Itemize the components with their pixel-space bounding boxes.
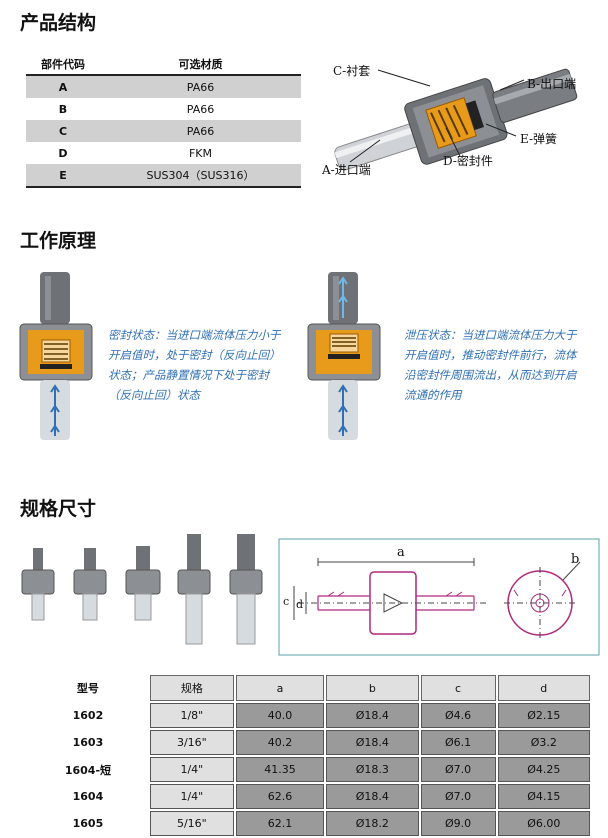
spec-header-a: a — [235, 675, 325, 701]
spec-size: 1/4" — [149, 784, 234, 809]
spec-d: Ø4.15 — [497, 784, 590, 809]
table-row: 1604-短 1/4" 41.35 Ø18.3 Ø7.0 Ø4.25 — [28, 757, 590, 782]
spec-size: 3/16" — [149, 730, 234, 755]
spec-header-b: b — [326, 675, 419, 701]
spec-c: Ø9.0 — [420, 811, 496, 836]
table-row: D FKM — [26, 142, 301, 164]
open-state-illustration — [307, 272, 381, 440]
valve-cutaway-illustration — [334, 68, 578, 171]
part-code: A — [26, 75, 100, 98]
spec-model: 1602 — [28, 703, 148, 728]
dimension-label-b: b — [571, 552, 580, 567]
spec-a: 40.0 — [235, 703, 325, 728]
dimension-label-d: d — [296, 598, 304, 611]
valve-variants-illustration — [21, 534, 263, 645]
part-code: D — [58, 146, 68, 160]
spec-header-c: c — [420, 675, 496, 701]
part-code: E — [26, 164, 100, 188]
spec-d: Ø3.2 — [497, 730, 590, 755]
materials-table: 部件代码 可选材质 A PA66 B PA66 C PA66 D FKM E S… — [26, 53, 301, 188]
spec-header-d: d — [497, 675, 590, 701]
table-row: B PA66 — [26, 98, 301, 120]
spec-model: 1604 — [28, 784, 148, 809]
spec-c: Ø7.0 — [420, 757, 496, 782]
spec-d: Ø6.00 — [497, 811, 590, 836]
spec-a: 62.1 — [235, 811, 325, 836]
spec-header-model: 型号 — [28, 675, 148, 701]
spec-c: Ø4.6 — [420, 703, 496, 728]
spec-model: 1605 — [28, 811, 148, 836]
valve-variant-1603 — [73, 548, 107, 621]
materials-header-code: 部件代码 — [26, 53, 100, 76]
spec-a: 41.35 — [235, 757, 325, 782]
valve-variant-1605 — [229, 534, 263, 645]
part-material: PA66 — [186, 102, 215, 116]
spec-size: 5/16" — [149, 811, 234, 836]
part-material: SUS304（SUS316） — [100, 164, 301, 188]
materials-header-material: 可选材质 — [100, 53, 301, 76]
table-row: 1603 3/16" 40.2 Ø18.4 Ø6.1 Ø3.2 — [28, 730, 590, 755]
spec-b: Ø18.2 — [326, 811, 419, 836]
table-row: C PA66 — [26, 120, 301, 142]
spec-d: Ø4.25 — [497, 757, 590, 782]
table-row: E SUS304（SUS316） — [26, 164, 301, 188]
spec-a: 62.6 — [235, 784, 325, 809]
section-title-dimensions: 规格尺寸 — [20, 498, 97, 520]
spec-size: 1/8" — [149, 703, 234, 728]
callout-b: B-出口端 — [527, 77, 577, 91]
spec-b: Ø18.4 — [326, 703, 419, 728]
section-title-principle: 工作原理 — [20, 230, 97, 252]
spec-size: 1/4" — [149, 757, 234, 782]
spec-c: Ø6.1 — [420, 730, 496, 755]
spec-b: Ø18.3 — [326, 757, 419, 782]
section-title-structure: 产品结构 — [20, 12, 97, 34]
valve-variant-1602 — [21, 548, 55, 621]
callout-c: C-衬套 — [333, 64, 371, 78]
callout-d: D-密封件 — [443, 154, 493, 168]
spec-model: 1604-短 — [28, 757, 148, 782]
spec-c: Ø7.0 — [420, 784, 496, 809]
open-state-description: 泄压状态：当进口端流体压力大于开启值时，推动密封件前行，流体沿密封件周围流出，从… — [404, 328, 577, 402]
spec-table: 型号 规格 a b c d 1602 1/8" 40.0 Ø18.4 Ø4.6 … — [26, 673, 592, 838]
valve-variant-1604 — [177, 534, 211, 645]
spec-d: Ø2.15 — [497, 703, 590, 728]
dimension-label-a: a — [397, 545, 405, 560]
part-code: B — [58, 102, 68, 116]
callout-e: E-弹簧 — [520, 132, 558, 146]
part-material: PA66 — [100, 120, 301, 142]
table-row: 1602 1/8" 40.0 Ø18.4 Ø4.6 Ø2.15 — [28, 703, 590, 728]
spec-b: Ø18.4 — [326, 784, 419, 809]
part-material: FKM — [188, 146, 213, 160]
spec-model: 1603 — [28, 730, 148, 755]
valve-variant-1604-short — [125, 546, 161, 621]
table-row: 1604 1/4" 62.6 Ø18.4 Ø7.0 Ø4.15 — [28, 784, 590, 809]
spec-header-size: 规格 — [149, 675, 234, 701]
table-row: 1605 5/16" 62.1 Ø18.2 Ø9.0 Ø6.00 — [28, 811, 590, 836]
sealed-state-description: 密封状态：当进口端流体压力小于开启值时，处于密封（反向止回）状态；产品静置情况下… — [108, 328, 281, 402]
part-code: C — [26, 120, 100, 142]
part-material: PA66 — [100, 75, 301, 98]
spec-b: Ø18.4 — [326, 730, 419, 755]
sealed-state-illustration — [19, 272, 93, 440]
technical-drawing — [278, 538, 600, 656]
dimension-label-c: c — [283, 595, 290, 608]
callout-a: A-进口端 — [322, 163, 371, 177]
table-row: A PA66 — [26, 75, 301, 98]
spec-a: 40.2 — [235, 730, 325, 755]
